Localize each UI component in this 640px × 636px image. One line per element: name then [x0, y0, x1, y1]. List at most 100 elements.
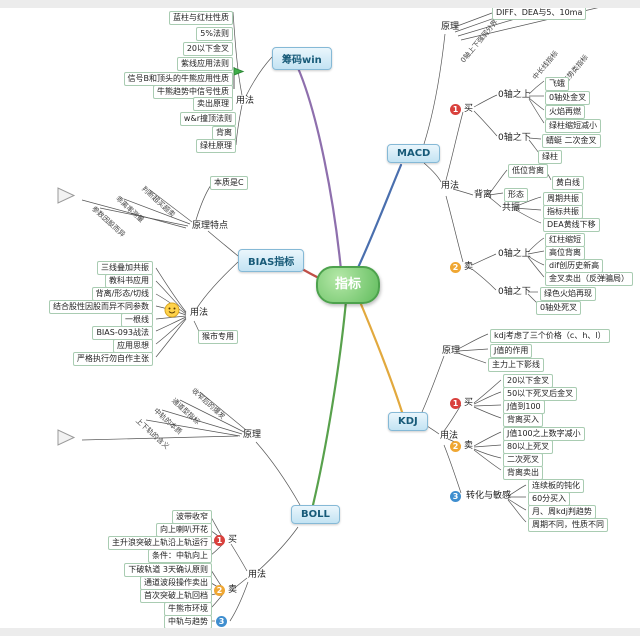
leaf[interactable]: 蓝柱与红柱性质	[169, 11, 233, 25]
boll-usage-label[interactable]: 用法	[248, 570, 267, 580]
leaf[interactable]: 背离/形态/切线	[91, 287, 153, 301]
leaf[interactable]: 火焰再燃	[545, 105, 585, 119]
leaf[interactable]: 5%法则	[196, 27, 233, 41]
leaf[interactable]: 下破轨道 3天确认原则	[124, 563, 212, 577]
leaf[interactable]: 20以下金叉	[503, 374, 554, 388]
leaf[interactable]: J值到100	[503, 400, 545, 414]
leaf[interactable]: 背离买入	[503, 413, 543, 427]
bias-usage-label[interactable]: 用法	[190, 308, 209, 318]
marker-3-icon: 3	[216, 616, 227, 627]
leaf[interactable]: J值100之上数字减小	[503, 427, 585, 441]
kdj-buy-label[interactable]: 买	[464, 398, 474, 408]
marker-1-icon: 1	[450, 104, 461, 115]
leaf[interactable]: 严格执行勿自作主张	[73, 352, 153, 366]
boll-sell-label[interactable]: 卖	[228, 585, 238, 595]
collapse-triangle-icon[interactable]	[56, 186, 78, 210]
kdj-sell-label[interactable]: 卖	[464, 441, 474, 451]
macd-principle-label[interactable]: 原理	[441, 22, 460, 32]
macd-divergence-label[interactable]: 背离	[474, 190, 493, 200]
leaf[interactable]: 周期共振	[543, 192, 583, 206]
leaf[interactable]: J值的作用	[490, 344, 533, 358]
branch-macd[interactable]: MACD	[387, 144, 441, 163]
leaf[interactable]: 高位背离	[545, 246, 585, 260]
leaf[interactable]: 信号B和顶头的牛熊应用性质	[123, 72, 233, 86]
leaf[interactable]: 一根线	[121, 313, 153, 327]
leaf[interactable]: 50以下死叉后金叉	[503, 387, 578, 401]
leaf[interactable]: 猴市专用	[198, 330, 238, 344]
leaf[interactable]: kdj考虑了三个价格（c、h、l）	[490, 329, 610, 343]
smiley-icon	[164, 302, 180, 322]
macd-sell-above-label[interactable]: 0轴之上	[498, 249, 531, 259]
leaf[interactable]: 金叉卖出（反弹骗局）	[545, 272, 633, 286]
leaf[interactable]: 主力上下影线	[488, 358, 544, 372]
leaf[interactable]: 条件：中轨向上	[148, 549, 212, 563]
leaf[interactable]: 应用思想	[113, 339, 153, 353]
macd-usage-label[interactable]: 用法	[441, 181, 460, 191]
collapse-triangle-icon[interactable]	[56, 428, 78, 452]
leaf[interactable]: BIAS-093战法	[92, 326, 153, 340]
leaf[interactable]: 80以上死叉	[503, 440, 554, 454]
leaf[interactable]: 低位背离	[508, 164, 548, 178]
macd-sell-label[interactable]: 卖	[464, 262, 474, 272]
leaf[interactable]: 0轴处死叉	[536, 301, 582, 315]
branch-kdj[interactable]: KDJ	[388, 412, 428, 431]
leaf[interactable]: 二次死叉	[503, 453, 543, 467]
leaf[interactable]: 飞蛾	[545, 77, 569, 91]
kdj-usage-label[interactable]: 用法	[440, 431, 459, 441]
leaf[interactable]: DIFF、DEA与5、10ma	[492, 6, 587, 20]
leaf[interactable]: 60分买入	[528, 492, 571, 506]
macd-resonance-label[interactable]: 共振	[502, 203, 521, 213]
leaf[interactable]: 背离	[212, 126, 236, 140]
leaf[interactable]: 中轨与趋势	[164, 615, 212, 629]
leaf[interactable]: 紫线应用法则	[177, 57, 233, 71]
leaf[interactable]: 绿柱原理	[196, 139, 236, 153]
leaf[interactable]: 黄白线	[552, 176, 584, 190]
marker-3-icon: 3	[450, 491, 461, 502]
leaf[interactable]: 周期不同，性质不同	[528, 518, 608, 532]
bias-principle-label[interactable]: 原理特点	[192, 221, 229, 231]
macd-buy-above-label[interactable]: 0轴之上	[498, 90, 531, 100]
kdj-principle-label[interactable]: 原理	[442, 346, 461, 356]
leaf[interactable]: DEA黄线下移	[543, 218, 600, 232]
leaf[interactable]: 形态	[504, 188, 528, 202]
boll-principle-label[interactable]: 原理	[243, 430, 262, 440]
leaf[interactable]: 绿柱	[538, 150, 562, 164]
leaf[interactable]: 月、周kdj判趋势	[528, 505, 596, 519]
leaf[interactable]: 背离卖出	[503, 466, 543, 480]
center-topic[interactable]: 指标	[316, 266, 380, 304]
leaf[interactable]: 指标共振	[543, 205, 583, 219]
leaf[interactable]: 绿色火焰再现	[540, 287, 596, 301]
leaf[interactable]: 绿柱缩短减小	[545, 119, 601, 133]
branch-chouma-win[interactable]: 筹码win	[272, 47, 332, 70]
macd-buy-below-label[interactable]: 0轴之下	[498, 133, 531, 143]
leaf[interactable]: 牛熊市环境	[164, 602, 212, 616]
leaf[interactable]: dif创历史新高	[545, 259, 604, 273]
macd-sell-below-label[interactable]: 0轴之下	[498, 287, 531, 297]
boll-buy-label[interactable]: 买	[228, 535, 238, 545]
leaf[interactable]: 主升浪突破上轨沿上轨运行	[108, 536, 212, 550]
leaf[interactable]: 首次突破上轨回档	[140, 589, 212, 603]
chouma-usage-label[interactable]: 用法	[236, 96, 255, 106]
top-gray-strip	[0, 0, 640, 8]
leaf[interactable]: 红柱缩短	[545, 233, 585, 247]
branch-boll[interactable]: BOLL	[291, 505, 340, 524]
leaf[interactable]: 结合股性因股而异不同参数	[49, 300, 153, 314]
leaf[interactable]: 教科书应用	[105, 274, 153, 288]
leaf[interactable]: 卖出原理	[193, 97, 233, 111]
leaf[interactable]: w&r撞顶法则	[179, 112, 236, 126]
leaf[interactable]: 蜻蜓 二次金叉	[542, 134, 601, 148]
branch-bias[interactable]: BIAS指标	[238, 249, 305, 272]
marker-2-icon: 2	[450, 441, 461, 452]
leaf[interactable]: 20以下金叉	[182, 42, 233, 56]
kdj-third-label[interactable]: 转化与敏感	[466, 491, 512, 501]
leaf[interactable]: 通道波段操作卖出	[140, 576, 212, 590]
leaf[interactable]: 0轴处金叉	[545, 91, 591, 105]
leaf[interactable]: 本质是C	[210, 176, 248, 190]
leaf[interactable]: 向上喇叭开花	[156, 523, 212, 537]
macd-buy-label[interactable]: 买	[464, 104, 474, 114]
leaf[interactable]: 三线叠加共振	[97, 261, 153, 275]
leaf[interactable]: 波带收窄	[172, 510, 212, 524]
leaf[interactable]: 连续板的钝化	[528, 479, 584, 493]
marker-2-icon: 2	[214, 585, 225, 596]
